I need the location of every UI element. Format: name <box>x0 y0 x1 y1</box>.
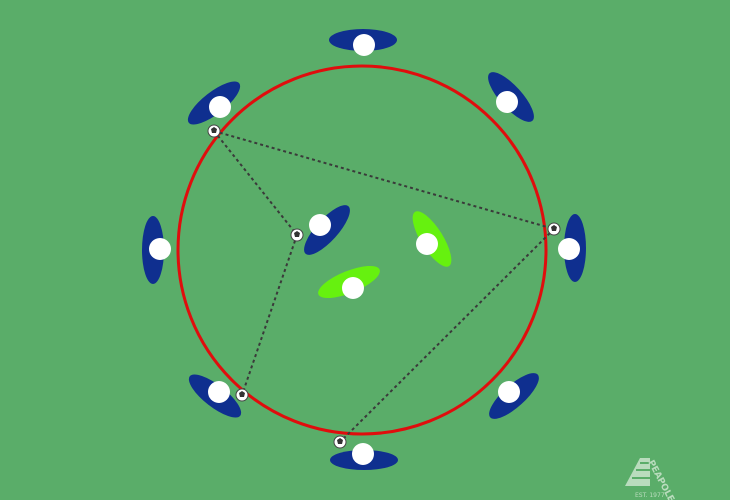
ball-icon <box>333 435 347 449</box>
pass-line <box>339 228 555 443</box>
outer-players <box>142 29 586 470</box>
ball-icon <box>547 222 561 236</box>
balls <box>207 124 561 449</box>
player-left <box>142 216 171 284</box>
player-top <box>329 29 397 56</box>
player-bottom <box>330 443 398 470</box>
player-top-right <box>488 72 534 122</box>
ball-icon <box>290 228 304 242</box>
player-top-left <box>187 81 241 125</box>
player-inner-green <box>318 265 380 299</box>
ball-icon <box>235 388 249 402</box>
player-bottom-left <box>188 374 242 418</box>
player-bottom-right <box>489 373 539 419</box>
pass-line <box>213 130 298 236</box>
pass-line <box>241 234 298 396</box>
player-inner-green <box>412 211 452 267</box>
pass-line <box>213 130 555 230</box>
player-right <box>558 214 586 282</box>
pass-lines <box>213 130 555 443</box>
boundary-circle <box>176 64 548 436</box>
ball-icon <box>207 124 221 138</box>
brand-logo: PEAPOLE EST. 1977 <box>625 458 676 500</box>
logo-est: EST. 1977 <box>635 492 665 499</box>
player-inner-blue <box>304 205 350 255</box>
inner-players <box>304 205 452 299</box>
